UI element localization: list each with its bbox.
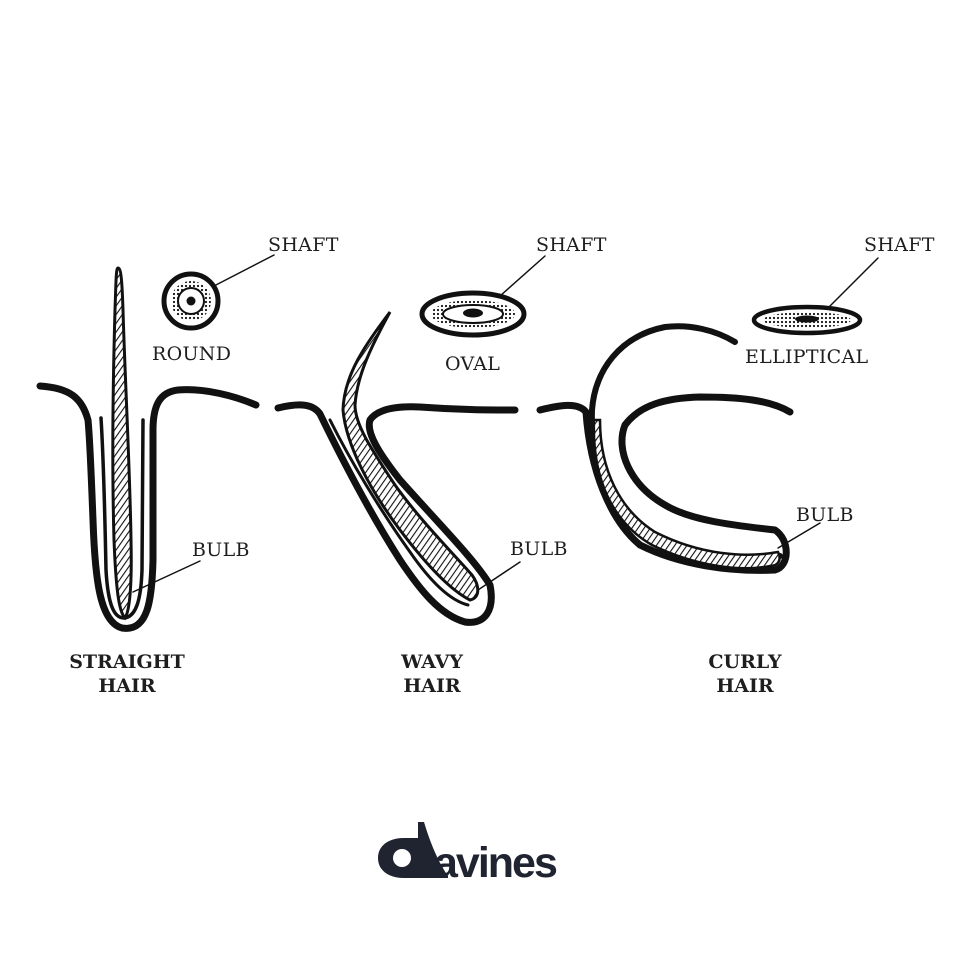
bulb-leader-line-1 <box>132 560 201 593</box>
wavy-follicle-inner <box>328 418 470 607</box>
elliptical-cross-section <box>751 304 863 336</box>
straight-caption-line1: STRAIGHT <box>69 651 185 673</box>
wavy-caption-line2: HAIR <box>403 675 461 697</box>
curly-caption-line2: HAIR <box>716 675 774 697</box>
round-cross-section <box>161 271 221 331</box>
curly-caption-line1: CURLY <box>708 651 782 673</box>
shaft-label-1: SHAFT <box>268 234 339 256</box>
follicle-inner <box>99 416 145 620</box>
bulb-label-1: BULB <box>192 539 250 561</box>
logo-wordmark: avines <box>434 839 557 887</box>
wavy-caption-line1: WAVY <box>400 651 463 673</box>
wavy-hair-shaft <box>341 311 480 602</box>
bulb-label-3: BULB <box>796 504 854 526</box>
straight-hair-figure <box>36 254 275 632</box>
bulb-leader-line-2 <box>477 561 521 591</box>
curly-hair-shaft <box>592 418 781 570</box>
curly-hair-figure <box>536 257 879 574</box>
shaft-leader-line-3 <box>829 257 879 307</box>
bulb-leader-line-3 <box>777 522 821 549</box>
oval-label: OVAL <box>445 353 500 375</box>
bulb-label-2: BULB <box>510 538 568 560</box>
round-label: ROUND <box>152 343 231 365</box>
straight-caption-line2: HAIR <box>98 675 156 697</box>
skin-surface-right <box>536 393 794 574</box>
shaft-label-3: SHAFT <box>864 234 935 256</box>
shaft-leader-line-1 <box>213 254 275 287</box>
wavy-hair-figure <box>274 255 546 626</box>
davines-logo: avines <box>378 822 559 887</box>
elliptical-label: ELLIPTICAL <box>745 346 869 368</box>
skin-surface-middle <box>274 401 519 626</box>
shaft-label-2: SHAFT <box>536 234 607 256</box>
logo-d-counter <box>393 849 411 867</box>
skin-surface-left <box>36 382 260 632</box>
shaft-leader-line-2 <box>499 255 546 297</box>
straight-hair-shaft <box>111 266 133 621</box>
oval-cross-section <box>419 290 527 338</box>
